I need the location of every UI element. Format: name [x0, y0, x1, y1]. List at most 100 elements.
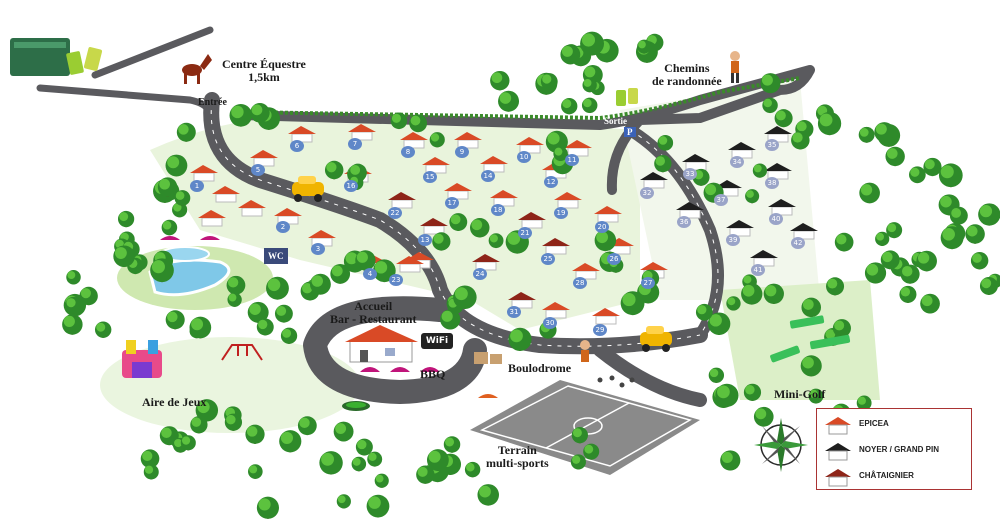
lot-number-23[interactable]: 23: [389, 274, 403, 286]
lot-number-22[interactable]: 22: [388, 207, 402, 219]
lot-number-41[interactable]: 41: [751, 264, 765, 276]
lot-number-29[interactable]: 29: [593, 324, 607, 336]
bbq-icon: [474, 352, 502, 364]
label-multi-sports: multi-sports: [486, 456, 549, 471]
lot-number-24[interactable]: 24: [473, 268, 487, 280]
tree: [189, 316, 212, 339]
lot-number-8[interactable]: 8: [401, 146, 415, 158]
tree: [297, 416, 317, 436]
cabin: [396, 256, 424, 273]
cabin: [212, 186, 240, 203]
tree: [190, 416, 208, 434]
tree: [571, 427, 588, 444]
tree: [440, 309, 461, 330]
lot-number-11[interactable]: 11: [565, 154, 579, 166]
lot-number-9[interactable]: 9: [455, 146, 469, 158]
hedge: [239, 76, 801, 121]
lot-number-34[interactable]: 34: [730, 156, 744, 168]
lot-number-16[interactable]: 16: [344, 180, 358, 192]
lot-number-17[interactable]: 17: [445, 197, 459, 209]
south-road: [593, 343, 707, 407]
lot-number-4[interactable]: 4: [363, 268, 377, 280]
wc-sign: [264, 248, 288, 264]
petanque-balls: [597, 375, 635, 388]
legend: EPICEA NOYER / GRAND PIN CHÂTAIGNIER: [816, 408, 972, 490]
lot-number-38[interactable]: 38: [765, 177, 779, 189]
tree: [864, 262, 887, 284]
tree: [143, 464, 159, 480]
lot-number-30[interactable]: 30: [543, 317, 557, 329]
tree: [695, 303, 713, 321]
legend-item-chataignier[interactable]: CHÂTAIGNIER: [817, 463, 973, 489]
legend-item-noyer-grand-pin[interactable]: NOYER / GRAND PIN: [817, 437, 973, 463]
tree: [165, 310, 185, 330]
tree: [886, 222, 903, 239]
label-accueil[interactable]: Accueil Bar - Restaurant: [330, 299, 416, 326]
label-mini-golf[interactable]: Mini-Golf: [774, 387, 826, 401]
label-aire-de-jeux[interactable]: Aire de Jeux: [142, 395, 207, 409]
lot-number-36[interactable]: 36: [677, 216, 691, 228]
lot-number-33[interactable]: 33: [683, 168, 697, 180]
tree: [753, 406, 774, 427]
lot-number-32[interactable]: 32: [640, 187, 654, 199]
legend-house-epicea-icon: [825, 417, 851, 435]
lot-number-21[interactable]: 21: [518, 227, 532, 239]
cabin: [592, 308, 620, 325]
tree: [355, 438, 373, 456]
label-bbq[interactable]: BBQ: [420, 367, 446, 381]
lot-number-26[interactable]: 26: [607, 253, 621, 265]
tree: [351, 456, 367, 472]
label-chemins-de-randonnee[interactable]: Chemins de randonnée: [652, 61, 722, 88]
label-boulodrome[interactable]: Boulodrome: [508, 361, 572, 375]
cabin: [554, 192, 582, 209]
tree: [553, 146, 568, 162]
lot-number-35[interactable]: 35: [765, 139, 779, 151]
tree: [464, 461, 481, 478]
label-terrain-multi-sports[interactable]: Terrain multi-sports: [486, 443, 549, 471]
tree: [965, 224, 985, 244]
tree: [760, 73, 781, 94]
lot-number-20[interactable]: 20: [595, 221, 609, 233]
tree: [561, 97, 578, 115]
lot-number-5[interactable]: 5: [251, 164, 265, 176]
tree: [582, 77, 597, 93]
tree: [477, 484, 499, 506]
lot-number-2[interactable]: 2: [276, 221, 290, 233]
tree: [279, 430, 302, 453]
reception-loop: [303, 296, 487, 404]
cabin: [420, 218, 448, 235]
compass-rose-icon: [754, 418, 808, 472]
lot-number-18[interactable]: 18: [491, 204, 505, 216]
lot-number-28[interactable]: 28: [573, 277, 587, 289]
lot-number-14[interactable]: 14: [481, 170, 495, 182]
lot-number-6[interactable]: 6: [290, 140, 304, 152]
lot-number-27[interactable]: 27: [641, 277, 655, 289]
tree: [817, 111, 842, 136]
lot-number-13[interactable]: 13: [418, 234, 432, 246]
lot-number-39[interactable]: 39: [726, 234, 740, 246]
legend-item-epicea[interactable]: EPICEA: [817, 411, 973, 437]
lot-number-40[interactable]: 40: [769, 213, 783, 225]
lot-number-3[interactable]: 3: [311, 243, 325, 255]
lot-number-37[interactable]: 37: [714, 194, 728, 206]
tree: [256, 496, 279, 519]
lot-number-10[interactable]: 10: [517, 151, 531, 163]
label-centre-equestre[interactable]: Centre Équestre 1,5km: [222, 57, 306, 84]
tree: [161, 219, 178, 236]
cabin: [190, 165, 218, 182]
lot-number-25[interactable]: 25: [541, 253, 555, 265]
tree: [367, 451, 383, 467]
lot-number-31[interactable]: 31: [507, 306, 521, 318]
tree: [366, 494, 390, 518]
lot-number-42[interactable]: 42: [791, 237, 805, 249]
lot-number-15[interactable]: 15: [423, 171, 437, 183]
lot-number-7[interactable]: 7: [348, 138, 362, 150]
tree: [505, 230, 529, 254]
tree: [432, 232, 451, 251]
lot-number-1[interactable]: 1: [190, 180, 204, 192]
legend-label-chataignier: CHÂTAIGNIER: [859, 471, 914, 480]
lot-number-12[interactable]: 12: [544, 176, 558, 188]
tree: [858, 126, 875, 143]
lot-number-19[interactable]: 19: [554, 207, 568, 219]
